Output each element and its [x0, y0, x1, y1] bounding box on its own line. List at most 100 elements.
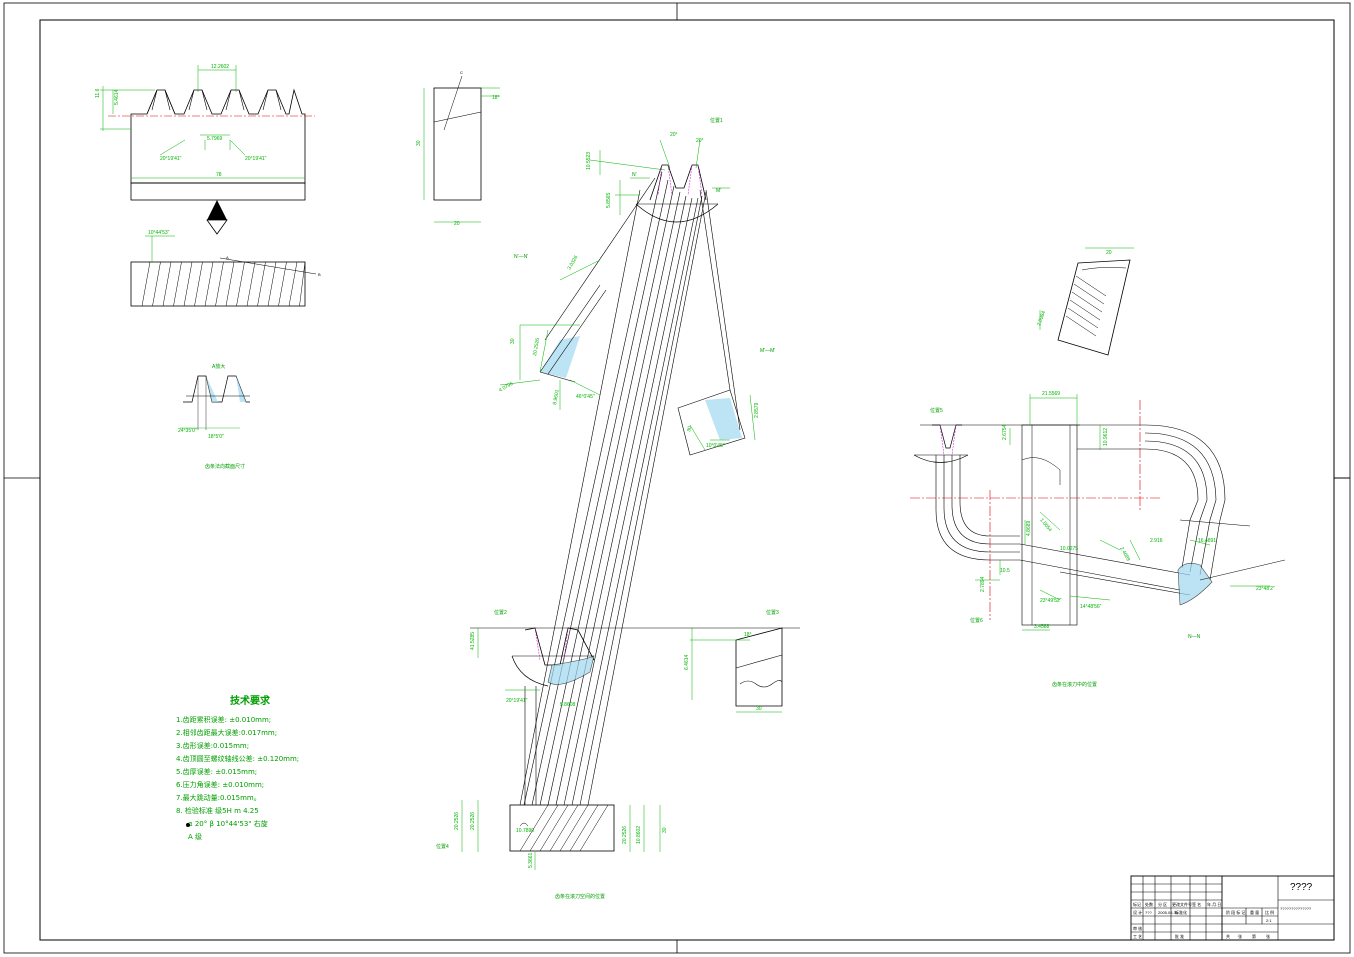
tb-stage-1: 重 量 [1250, 909, 1259, 915]
rack-length-dim: 78 [216, 172, 222, 178]
section-mm-label: M'—M' [760, 348, 775, 354]
tech-item-9: α 20° β 10°44'53" 右旋 [188, 819, 268, 828]
right-dim-5: 2.7894 [980, 576, 986, 592]
tech-title: 技术要求 [230, 694, 271, 707]
label-n-prime: N' [632, 172, 637, 178]
tech-item-4: 4.齿顶圆至螺纹轴线公差: ±0.120mm; [176, 754, 299, 763]
tb-r1-5: 年.月.日 [1207, 901, 1221, 907]
tb-r1-3: 更改文件号 [1172, 901, 1192, 907]
center-dim-1: 10.5523 [586, 152, 592, 170]
blank-block-top: C 18° 30 20 [416, 70, 500, 227]
right-dim-8: 2.4089 [1118, 546, 1131, 562]
right-dim-7: 10.0275 [1060, 546, 1078, 552]
br-block-dim: 6.4614 [684, 654, 690, 670]
helix-line [183, 261, 193, 307]
helix-line [173, 261, 182, 307]
helix-line [246, 261, 256, 307]
label-pos5: 位置5 [930, 407, 943, 414]
tb-r2-0: 设 计 [1133, 909, 1142, 915]
tech-item-10: A 级 [188, 832, 202, 841]
caption-right: 齿条在滚刀中的位置 [1052, 681, 1097, 688]
helix-point-a: A [226, 255, 229, 260]
rack-front-view: 12.2602 78 20°19'41" 20°19'41" 5.7969 11… [95, 64, 315, 201]
helix-line [204, 261, 214, 307]
tb-sheets-2: 第 [1252, 933, 1256, 939]
tb-r2-3: 标准化 [1175, 909, 1187, 915]
bottom-dim-3: 20.2526 [454, 812, 460, 830]
tb-r2-1: ??? [1145, 910, 1152, 915]
blank-block-bottom: 18° 6.4614 30 [684, 627, 783, 713]
center-dim-2: 5.8565 [606, 192, 612, 208]
block-height: 30 [416, 140, 422, 146]
tb-stage-2: 比 例 [1265, 909, 1274, 915]
block-c-label: C [460, 70, 463, 75]
center-ang-3: 46°0'45" [576, 394, 595, 400]
right-dim-2: 10.9612 [1103, 428, 1109, 446]
tb-r1-2: 分 区 [1158, 901, 1167, 907]
right-dim-9: 1.0054 [1038, 517, 1053, 533]
label-m-prime: M' [716, 188, 721, 194]
right-dim-6: 10.5 [1000, 568, 1010, 574]
right-dim-3: 2.6754 [1002, 424, 1008, 440]
helix-line [141, 261, 151, 307]
right-dim-1: 21.5569 [1042, 391, 1060, 397]
rack-h1-dim: 11.6 [95, 88, 101, 98]
tb-r4-0: 工 艺 [1133, 934, 1142, 939]
tech-item-3: 3.齿形误差:0.015mm; [176, 741, 249, 750]
tb-r3-0: 审 核 [1133, 925, 1142, 931]
right-top-dim: 20 [1106, 250, 1112, 256]
tb-scale: 2:1 [1266, 918, 1272, 923]
rack-small-skew-view: 20 2.0984 [1036, 247, 1134, 356]
tech-item-6: 6.压力角误差: ±0.010mm; [176, 780, 264, 789]
label-pos4: 位置4 [436, 843, 449, 850]
rack-angle-left: 20°19'41" [160, 156, 182, 162]
caption-center: 齿条在滚刀空间的位置 [555, 893, 605, 900]
detail-angle-2: 18°5'0" [208, 434, 224, 440]
helix-line [267, 261, 277, 307]
bottom-dim-6: 10.8602 [636, 826, 642, 844]
rack-tooth-dim: 5.7969 [207, 136, 223, 142]
helix-point-b: B [318, 272, 321, 277]
detail-angle-1: 24°35'0" [178, 428, 197, 434]
right-dim-4: 4.8689 [1026, 520, 1032, 536]
detail-a-label: A放大 [212, 363, 225, 370]
bottom-dim-5: 20.2526 [622, 826, 628, 844]
bottom-dim-9: 30 [662, 827, 668, 833]
bottom-ang: 20°19'41" [506, 698, 528, 704]
view-direction-marker [206, 200, 228, 235]
center-dim-4: 30 [510, 338, 516, 344]
tech-item-8: 8. 检验标准 级5H m 4.25 [176, 806, 259, 815]
center-dim-11: 30 [686, 425, 693, 432]
section-nn2-label: N—N [1188, 634, 1201, 640]
inner-border [39, 19, 1335, 941]
right-ang-3: 23°48'2" [1256, 586, 1275, 592]
right-dim-10: 3.4588 [1034, 624, 1050, 630]
right-ang-1: 23°49'52" [1040, 598, 1062, 604]
helix-line [288, 261, 298, 307]
tb-r1-1: 处数 [1145, 901, 1153, 907]
bottom-dim-7: 5.3661 [528, 852, 534, 868]
right-top-dim2: 2.0984 [1036, 310, 1047, 327]
right-dim-11: 2.916 [1150, 538, 1163, 544]
tech-item-1: 1.齿距累积误差: ±0.010mm; [176, 715, 271, 724]
hob-rack-position-view: 21.5569 10.9612 2.6754 4.8689 2.7894 10.… [910, 391, 1286, 688]
helix-line [236, 261, 245, 307]
bottom-dim-4: 20.2526 [470, 812, 476, 830]
center-ang-2: 20° [696, 138, 704, 144]
center-dim-7: 8.9601 [552, 389, 561, 405]
block-width: 20 [454, 221, 460, 227]
tb-sheets-3: 张 [1266, 933, 1270, 939]
center-dim-3: 3.0326 [567, 255, 580, 271]
center-dim-10: 10°0'45" [706, 443, 725, 449]
bottom-dim-8: 10.7890 [516, 828, 534, 834]
center-dim-5: 20.2526 [532, 337, 541, 356]
tech-item-7: 7.最大跳动量:0.015mm。 [176, 793, 261, 802]
label-pos1: 位置1 [710, 117, 723, 124]
title-block [1130, 875, 1335, 941]
helix-line [215, 261, 224, 307]
drawing-name: ???? [1290, 882, 1313, 893]
helix-line [278, 261, 287, 307]
section-nn-label: N'—N' [514, 254, 528, 260]
helix-line [194, 261, 203, 307]
